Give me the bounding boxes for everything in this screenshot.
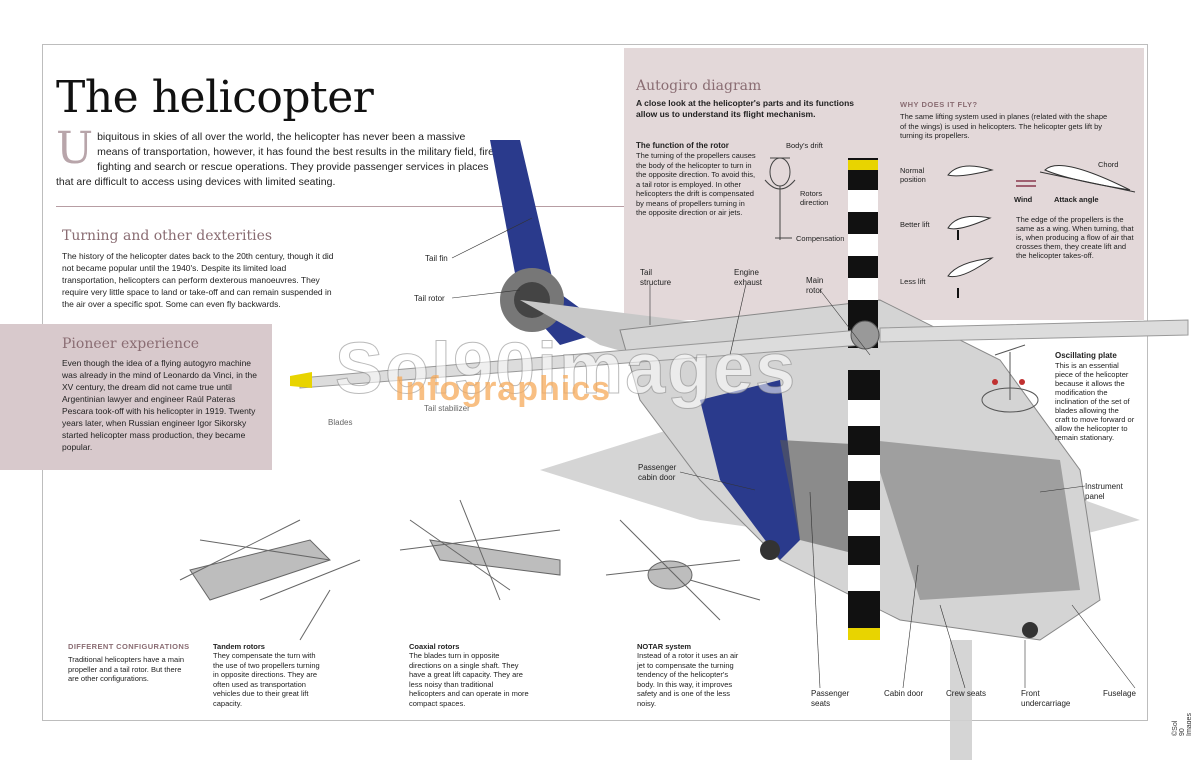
compensation-label: Compensation (796, 234, 845, 243)
turning-heading: Turning and other dexterities (62, 228, 273, 244)
why-text: The same lifting system used in planes (… (900, 112, 1108, 140)
instrument-panel-label: Instrument panel (1085, 482, 1123, 501)
turning-text: The history of the helicopter dates back… (62, 251, 334, 309)
autogiro-heading: Autogiro diagram (636, 78, 762, 94)
better-lift-label: Better lift (900, 220, 930, 229)
section-divider (56, 206, 626, 207)
page-title: The helicopter (56, 72, 374, 123)
chord-label: Chord (1098, 160, 1119, 169)
less-lift-label: Less lift (900, 277, 926, 286)
tail-stabilizer-label: Tail stabilizer (424, 404, 470, 413)
bodys-drift-label: Body's drift (786, 141, 823, 150)
airfoil-diagrams (947, 165, 1136, 298)
configurations-text: Traditional helicopters have a main prop… (68, 655, 185, 683)
notar-heading: NOTAR system (637, 642, 692, 651)
rotors-direction-label: Rotors direction (800, 189, 829, 207)
engine-exhaust-label: Engine exhaust (734, 268, 763, 287)
rotor-function-heading: The function of the rotor (636, 141, 729, 150)
fuselage-label: Fuselage (1103, 689, 1136, 698)
coaxial-heading: Coaxial rotors (409, 642, 460, 651)
notar-text: Instead of a rotor it uses an air jet to… (637, 651, 739, 708)
dropcap: U (56, 123, 94, 174)
blades-label: Blades (328, 418, 353, 427)
intro-text: biquitous in skies of all over the world… (56, 131, 494, 188)
intro-paragraph: U biquitous in skies of all over the wor… (56, 123, 496, 190)
configurations-heading: DIFFERENT CONFIGURATIONS (68, 642, 190, 651)
watermark-sub: Infographics (395, 370, 612, 408)
callout-lines (451, 217, 1136, 689)
cabin-door-label: Cabin door (884, 689, 924, 698)
drift-diagram (764, 157, 796, 240)
oscillating-plate-text: This is an essential piece of the helico… (1055, 361, 1135, 442)
autogiro-panel (624, 48, 1144, 320)
tail-structure-label: Tail structure (640, 268, 672, 287)
coaxial-helicopter (399, 499, 561, 601)
rotor-function-text: The turning of the propellers causes the… (636, 151, 756, 217)
main-rotor-label: Main rotor (806, 276, 824, 295)
tandem-text: They compensate the turn with the use of… (213, 651, 320, 708)
main-rotor-blades (290, 158, 1189, 640)
pioneer-panel (0, 324, 272, 470)
oscillating-plate-diagram (981, 344, 1039, 413)
front-undercarriage-label: Front undercarriage (1021, 689, 1071, 708)
wind-label: Wind (1014, 195, 1033, 204)
attack-angle-label: Attack angle (1054, 195, 1099, 204)
crew-seats-label: Crew seats (946, 689, 987, 698)
passenger-cabin-door-label: Passenger cabin door (638, 463, 677, 482)
normal-position-label: Normal position (900, 166, 926, 184)
tandem-helicopter (179, 519, 361, 641)
notar-helicopter (605, 519, 761, 621)
copyright-credit: ©Sol 90 Images (1172, 713, 1191, 736)
why-heading: WHY DOES IT FLY? (900, 100, 978, 109)
autogiro-text: A close look at the helicopter's parts a… (636, 98, 855, 119)
tail-rotor-label: Tail rotor (414, 294, 445, 303)
passenger-seats-label: Passenger seats (811, 689, 850, 708)
oscillating-plate-heading: Oscillating plate (1055, 351, 1117, 360)
pioneer-heading: Pioneer experience (62, 336, 200, 352)
tail-fin-label: Tail fin (425, 254, 448, 263)
pioneer-text: Even though the idea of a flying autogyr… (62, 358, 257, 452)
tandem-heading: Tandem rotors (213, 642, 265, 651)
edge-text: The edge of the propellers is the same a… (1016, 215, 1134, 260)
watermark-main: Sol90images (334, 329, 798, 410)
coaxial-text: The blades turn in opposite directions o… (409, 651, 529, 708)
